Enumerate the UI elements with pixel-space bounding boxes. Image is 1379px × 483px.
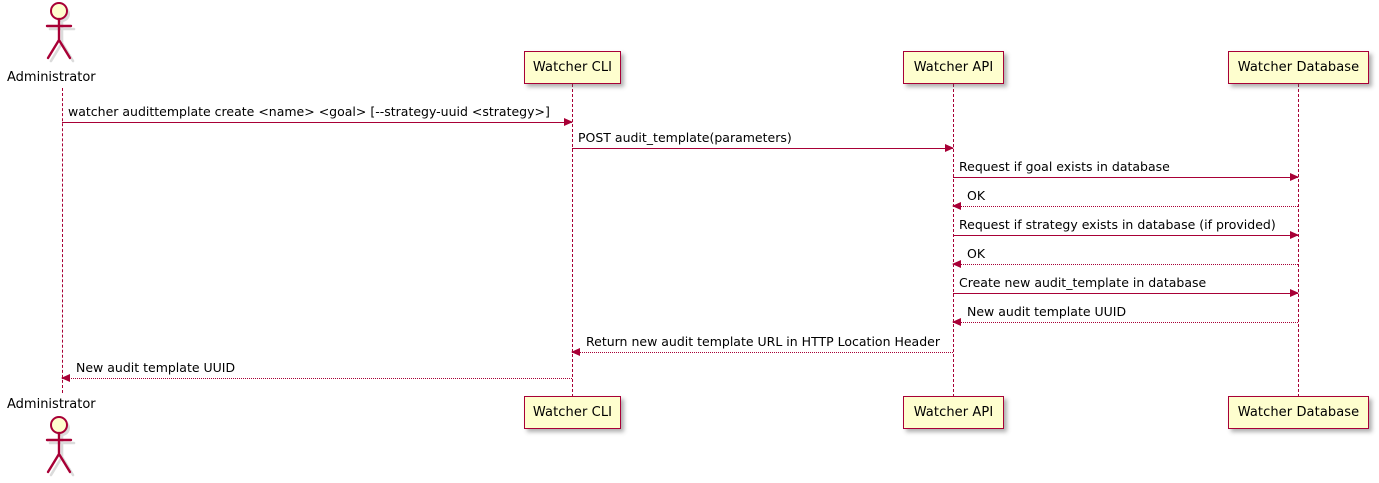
participant-label-watcher-api-top: Watcher API — [913, 60, 994, 75]
participant-label-watcher-database-bottom: Watcher Database — [1237, 405, 1360, 420]
participant-box-watcher-cli-top[interactable]: Watcher CLI — [524, 51, 621, 84]
message-1-label: watcher audittemplate create <name> <goa… — [68, 103, 550, 119]
arrowhead-right-icon — [1290, 230, 1299, 239]
lifeline-administrator — [62, 88, 63, 393]
message-6-label: OK — [967, 245, 986, 261]
message-4-label: OK — [967, 187, 986, 203]
message-5-label: Request if strategy exists in database (… — [959, 216, 1276, 232]
message-9-line — [572, 352, 953, 353]
message-4-line — [953, 206, 1298, 207]
message-9-label: Return new audit template URL in HTTP Lo… — [586, 333, 940, 349]
message-2-line — [572, 148, 953, 149]
participant-box-watcher-api-bottom[interactable]: Watcher API — [903, 396, 1004, 429]
participant-box-watcher-database-bottom[interactable]: Watcher Database — [1228, 396, 1369, 429]
message-10-label: New audit template UUID — [76, 359, 236, 375]
message-2-label: POST audit_template(parameters) — [578, 129, 792, 145]
participant-label-watcher-api-bottom: Watcher API — [913, 405, 994, 420]
message-10-line — [62, 378, 572, 379]
arrowhead-right-icon — [945, 143, 954, 152]
message-3-label: Request if goal exists in database — [959, 158, 1170, 174]
arrowhead-right-icon — [1290, 172, 1299, 181]
participant-box-watcher-cli-bottom[interactable]: Watcher CLI — [524, 396, 621, 429]
participant-box-watcher-api-top[interactable]: Watcher API — [903, 51, 1004, 84]
participant-box-watcher-database-top[interactable]: Watcher Database — [1228, 51, 1369, 84]
lifeline-watcher-database — [1298, 84, 1299, 397]
message-8-label: New audit template UUID — [967, 303, 1127, 319]
actor-label-administrator-top: Administrator — [7, 70, 96, 85]
actor-label-administrator-bottom: Administrator — [7, 397, 96, 412]
message-5-line — [953, 235, 1298, 236]
arrowhead-left-icon — [952, 201, 961, 210]
message-7-label: Create new audit_template in database — [959, 274, 1207, 290]
message-7-line — [953, 293, 1298, 294]
message-1-line — [62, 122, 572, 123]
participant-label-watcher-cli-bottom: Watcher CLI — [532, 405, 613, 420]
arrowhead-left-icon — [571, 347, 580, 356]
arrowhead-right-icon — [564, 117, 573, 126]
arrowhead-right-icon — [1290, 288, 1299, 297]
actor-administrator-top — [39, 2, 85, 64]
participant-label-watcher-database-top: Watcher Database — [1237, 60, 1360, 75]
arrowhead-left-icon — [952, 259, 961, 268]
arrowhead-left-icon — [952, 317, 961, 326]
lifeline-watcher-cli — [572, 84, 573, 397]
message-3-line — [953, 177, 1298, 178]
message-8-line — [953, 322, 1298, 323]
participant-label-watcher-cli-top: Watcher CLI — [532, 60, 613, 75]
actor-administrator-bottom — [39, 416, 85, 478]
message-6-line — [953, 264, 1298, 265]
arrowhead-left-icon — [61, 373, 70, 382]
lifeline-watcher-api — [953, 84, 954, 397]
